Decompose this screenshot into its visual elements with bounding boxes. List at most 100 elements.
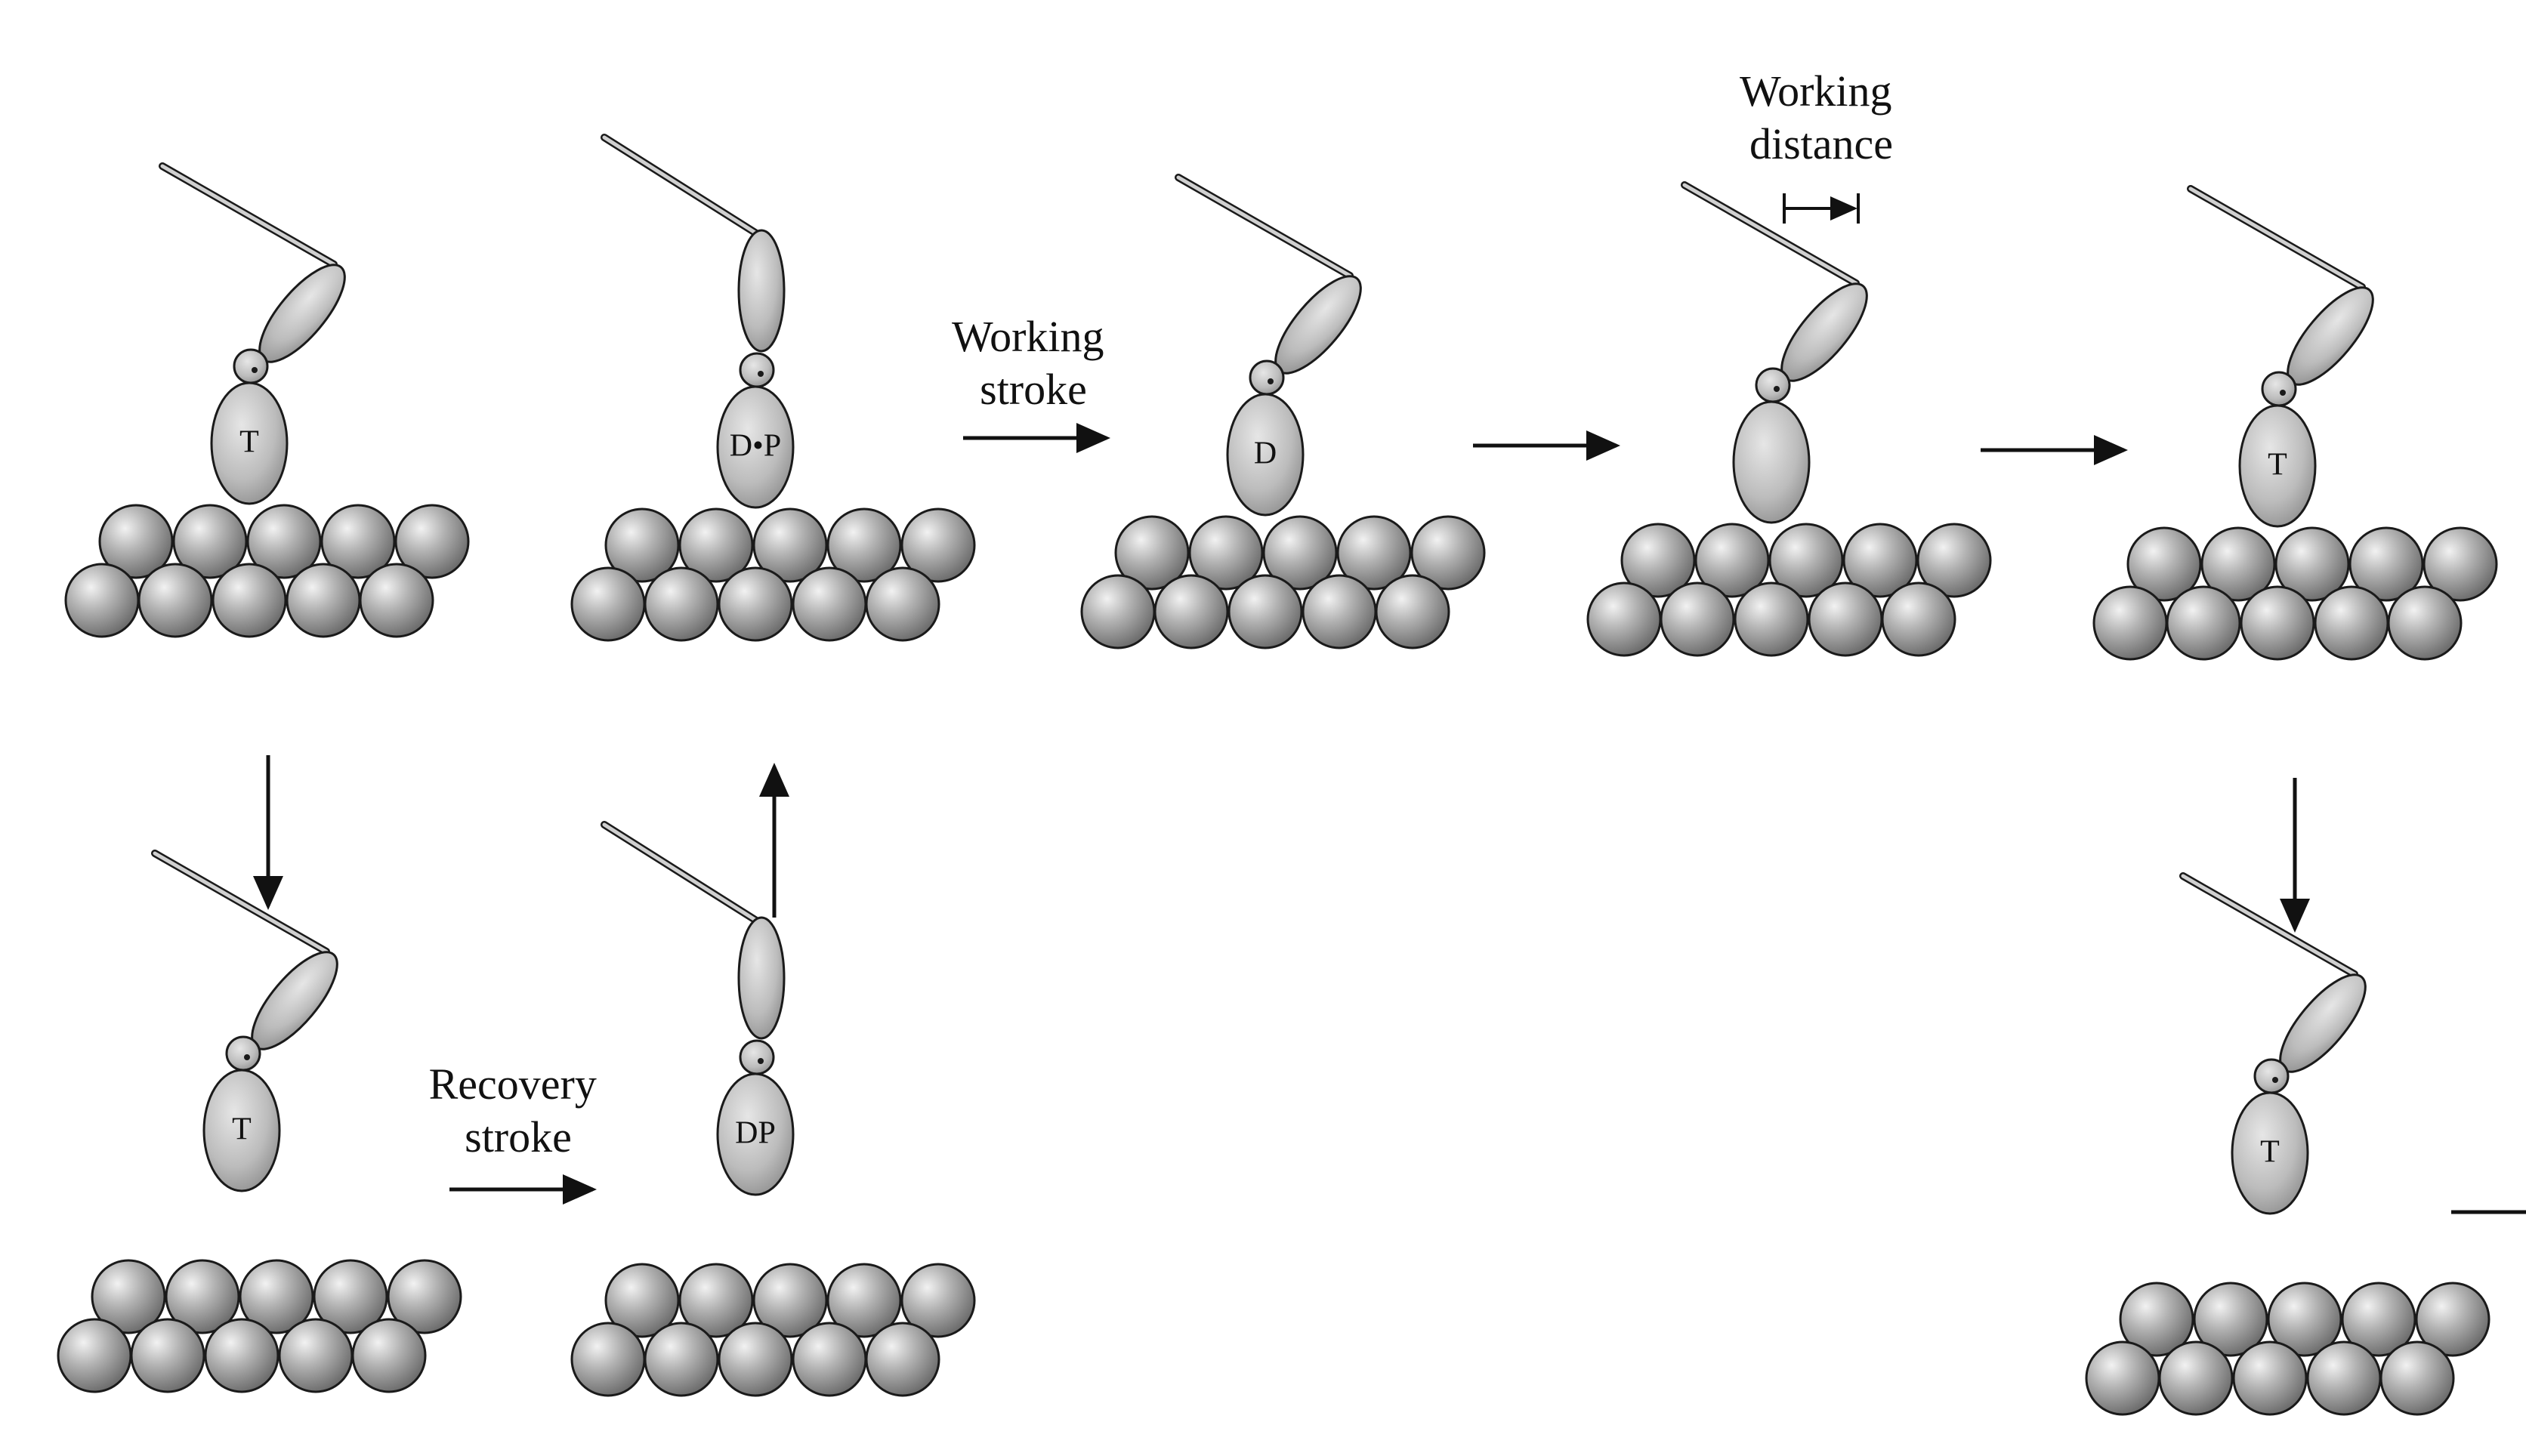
actin-filament [1080, 515, 1486, 649]
neck-joint [739, 1039, 775, 1075]
actin-bead [212, 563, 287, 638]
actin-bead [678, 1263, 754, 1338]
actin-bead [246, 504, 322, 579]
joint-dot [758, 1058, 764, 1064]
actin-bead [278, 1318, 354, 1393]
working-stroke-label: Working stroke [952, 312, 1115, 414]
myosin-tail [2179, 872, 2358, 978]
working-distance-marker [1783, 193, 1860, 224]
lever-arm [737, 229, 786, 353]
actin-bead [2341, 1282, 2416, 1357]
actin-bead [286, 563, 361, 638]
actin-bead [570, 566, 646, 642]
myosin-tail [159, 162, 338, 268]
state-s6: T [57, 850, 462, 1393]
actin-bead [1586, 581, 1662, 657]
actin-bead [2119, 1282, 2194, 1357]
nucleotide-label: T [2260, 1135, 2280, 1170]
lever-arm [737, 916, 786, 1040]
joint-dot [244, 1054, 250, 1060]
actin-bead [137, 563, 213, 638]
neck-joint [225, 1035, 261, 1072]
state-s8: T [2085, 872, 2490, 1416]
actin-bead [2274, 526, 2350, 602]
actin-bead [98, 504, 174, 579]
neck-joint [739, 352, 775, 388]
actin-bead [1842, 523, 1918, 598]
actin-bead [1694, 523, 1770, 598]
actin-bead [1410, 515, 1486, 591]
state-s4 [1586, 181, 1992, 657]
myosin-tail [1175, 174, 1354, 279]
motor-head [202, 1069, 281, 1192]
actin-filament [570, 507, 976, 642]
actin-filament [2085, 1282, 2490, 1416]
motor-head [716, 385, 795, 509]
joint-dot [252, 367, 258, 373]
actin-bead [900, 1263, 976, 1338]
actin-filament [2092, 526, 2498, 661]
joint-dot [2272, 1077, 2278, 1083]
actin-bead [239, 1259, 314, 1334]
actin-bead [351, 1318, 427, 1393]
nucleotide-label: T [2268, 448, 2287, 483]
actin-bead [644, 1322, 719, 1397]
actin-bead [826, 507, 902, 583]
actin-bead [1375, 574, 1450, 649]
joint-dot [2280, 390, 2286, 396]
motor-head [716, 1072, 795, 1196]
neck-joint [2253, 1058, 2290, 1094]
nucleotide-label: D [1254, 436, 1277, 471]
recovery-stroke-label: Recovery stroke [429, 1060, 608, 1161]
actin-bead [165, 1259, 240, 1334]
actin-bead [2415, 1282, 2490, 1357]
actin-bead [1227, 574, 1303, 649]
actin-bead [91, 1259, 166, 1334]
actin-bead [2200, 526, 2276, 602]
actin-bead [1808, 581, 1883, 657]
working-distance-label: Working distance [1740, 66, 1903, 168]
actin-bead [2193, 1282, 2268, 1357]
actin-bead [865, 566, 940, 642]
actin-bead [1881, 581, 1956, 657]
actin-bead [604, 507, 680, 583]
actin-bead [64, 563, 140, 638]
state-s7: DP [570, 821, 976, 1397]
joint-dot [1774, 386, 1780, 392]
joint-dot [1268, 378, 1274, 384]
neck-joint [1755, 367, 1791, 403]
actin-bead [2240, 585, 2315, 661]
state-s1: T [64, 162, 470, 638]
actin-bead [792, 566, 867, 642]
actin-bead [1114, 515, 1190, 591]
actin-bead [1916, 523, 1992, 598]
actin-filament [570, 1263, 976, 1397]
nucleotide-label: D•P [730, 429, 781, 464]
actin-bead [1660, 581, 1735, 657]
motor-head [2238, 404, 2317, 528]
actin-filament [1586, 523, 1992, 657]
actin-bead [1302, 574, 1377, 649]
actin-bead [2267, 1282, 2342, 1357]
actin-bead [172, 504, 248, 579]
actin-bead [752, 1263, 828, 1338]
actin-bead [865, 1322, 940, 1397]
nucleotide-label: T [239, 425, 259, 460]
actin-filament [64, 504, 470, 638]
nucleotide-label: DP [735, 1116, 776, 1151]
actin-bead [320, 504, 396, 579]
joint-dot [758, 371, 764, 377]
myosin-tail [601, 134, 764, 239]
motor-head [2231, 1091, 2309, 1215]
myosin-tail [151, 850, 330, 955]
actin-bead [2387, 585, 2463, 661]
actin-bead [130, 1318, 205, 1393]
actin-bead [2423, 526, 2498, 602]
actin-bead [718, 1322, 793, 1397]
actin-bead [1262, 515, 1338, 591]
myosin-tail [2187, 185, 2366, 291]
actin-bead [570, 1322, 646, 1397]
myosin-tail [1681, 181, 1860, 287]
actin-bead [2314, 585, 2389, 661]
